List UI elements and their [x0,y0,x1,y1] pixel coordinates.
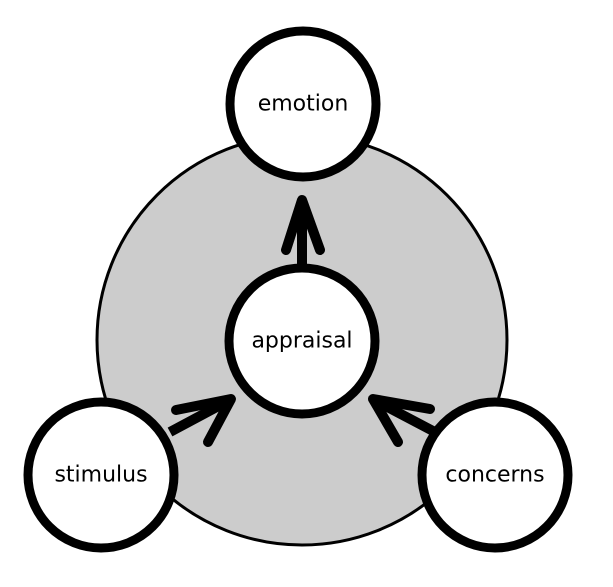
node-stimulus-label: stimulus [54,463,147,488]
node-emotion-circle [225,26,381,182]
arrow-heads [171,195,435,447]
node-concerns: concerns [417,397,573,553]
node-stimulus: stimulus [23,397,179,553]
node-concerns-label: concerns [445,463,544,488]
node-emotion-label: emotion [258,92,349,117]
node-emotion: emotion [225,26,381,182]
node-appraisal: appraisal [224,263,380,419]
node-appraisal-label: appraisal [251,329,352,354]
arrowhead-appraisal-right-icon [368,394,435,447]
node-stimulus-circle [23,397,179,553]
node-concerns-circle [417,397,573,553]
arrowhead-emotion-icon [281,195,325,255]
arrowhead-appraisal-left-icon [171,394,236,447]
node-appraisal-circle [224,263,380,419]
